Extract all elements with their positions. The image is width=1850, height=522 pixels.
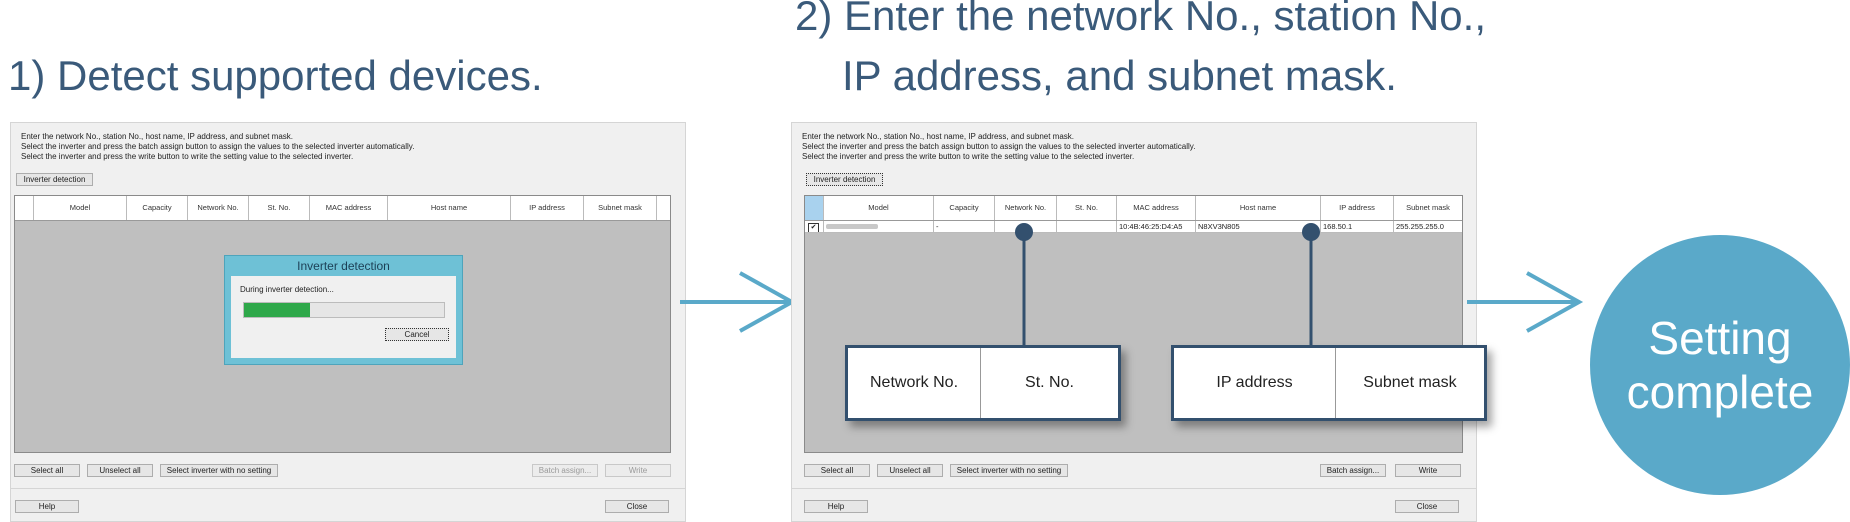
batch-assign-button[interactable]: Batch assign...: [532, 464, 598, 477]
header-filler: [657, 196, 670, 220]
callout-subnet-mask: Subnet mask: [1363, 374, 1457, 391]
inverter-detection-dialog: Inverter detection During inverter detec…: [224, 255, 463, 365]
step1-heading: 1) Detect supported devices.: [8, 52, 543, 99]
header-model[interactable]: Model: [34, 196, 127, 220]
row-capacity: -: [934, 221, 995, 232]
row-subnet-mask[interactable]: 255.255.255.0: [1396, 222, 1444, 231]
result-line-2: complete: [1626, 366, 1814, 418]
callout-ip-subnet: IP address Subnet mask: [1171, 345, 1487, 421]
select-no-setting-button[interactable]: Select inverter with no setting: [160, 464, 278, 477]
header-network-no[interactable]: Network No.: [995, 196, 1057, 220]
header-host-name[interactable]: Host name: [1196, 196, 1321, 220]
header-ip-address[interactable]: IP address: [1321, 196, 1394, 220]
inverter-table: Model Capacity Network No. St. No. MAC a…: [804, 195, 1463, 453]
unselect-all-button[interactable]: Unselect all: [877, 464, 943, 477]
row-mac-address: 10:4B:46:25:D4:A5: [1117, 221, 1196, 232]
step2-heading-line2: IP address, and subnet mask.: [842, 52, 1397, 99]
callout-network-station: Network No. St. No.: [845, 345, 1121, 421]
dialog-body: During inverter detection... Cancel: [231, 276, 456, 358]
row-station-no[interactable]: [1057, 221, 1117, 232]
instruction-1: Enter the network No., station No., host…: [802, 132, 1074, 141]
header-checkbox-column[interactable]: [805, 196, 824, 220]
header-station-no[interactable]: St. No.: [249, 196, 310, 220]
instruction-1: Enter the network No., station No., host…: [21, 132, 293, 141]
instruction-2: Select the inverter and press the batch …: [802, 142, 1196, 151]
instruction-3: Select the inverter and press the write …: [21, 152, 354, 161]
select-all-button[interactable]: Select all: [14, 464, 80, 477]
header-network-no[interactable]: Network No.: [188, 196, 249, 220]
help-button[interactable]: Help: [804, 500, 868, 513]
table-row[interactable]: ✔ - 10:4B:46:25:D4:A5 N8XV3N805 168.50.1…: [805, 221, 1462, 233]
header-capacity[interactable]: Capacity: [127, 196, 188, 220]
header-ip-address[interactable]: IP address: [511, 196, 584, 220]
row-ip-address[interactable]: 168.50.1: [1321, 221, 1394, 232]
cancel-button[interactable]: Cancel: [385, 328, 449, 341]
dialog-message: During inverter detection...: [240, 285, 334, 294]
callout-ip-address: IP address: [1174, 348, 1336, 418]
window-step1: Enter the network No., station No., host…: [10, 122, 686, 522]
unselect-all-button[interactable]: Unselect all: [87, 464, 153, 477]
close-button[interactable]: Close: [605, 500, 669, 513]
footer-divider: [792, 488, 1476, 489]
header-mac-address[interactable]: MAC address: [310, 196, 388, 220]
setting-complete-circle: Setting complete: [1590, 235, 1850, 495]
table-header: Model Capacity Network No. St. No. MAC a…: [805, 196, 1462, 221]
connector-dot-ip: [1302, 223, 1320, 241]
write-button[interactable]: Write: [1395, 464, 1461, 477]
instruction-3: Select the inverter and press the write …: [802, 152, 1135, 161]
row-host-name[interactable]: N8XV3N805: [1196, 221, 1321, 232]
inverter-table: Model Capacity Network No. St. No. MAC a…: [14, 195, 671, 453]
write-button[interactable]: Write: [605, 464, 671, 477]
callout-station-no: St. No.: [1025, 374, 1074, 391]
header-capacity[interactable]: Capacity: [934, 196, 995, 220]
dialog-title: Inverter detection: [297, 259, 390, 273]
batch-assign-button[interactable]: Batch assign...: [1320, 464, 1386, 477]
progress-bar: [243, 302, 445, 318]
select-no-setting-button[interactable]: Select inverter with no setting: [950, 464, 1068, 477]
step2-heading-line1: 2) Enter the network No., station No.,: [795, 0, 1486, 39]
header-host-name[interactable]: Host name: [388, 196, 511, 220]
blurred-model-name: [826, 224, 878, 229]
header-mac-address[interactable]: MAC address: [1117, 196, 1196, 220]
instruction-2: Select the inverter and press the batch …: [21, 142, 415, 151]
connector-dot-network: [1015, 223, 1033, 241]
row-checkbox[interactable]: ✔: [808, 223, 819, 232]
header-subnet-mask[interactable]: Subnet mask: [1406, 203, 1450, 212]
header-model[interactable]: Model: [824, 196, 934, 220]
select-all-button[interactable]: Select all: [804, 464, 870, 477]
footer-divider: [11, 488, 685, 489]
table-header: Model Capacity Network No. St. No. MAC a…: [15, 196, 670, 221]
header-subnet-mask[interactable]: Subnet mask: [584, 196, 657, 220]
callout-connectors: [1015, 223, 1320, 348]
inverter-detection-button[interactable]: Inverter detection: [16, 173, 93, 186]
next-step-arrow-2: [1467, 271, 1584, 333]
header-checkbox-column: [15, 196, 34, 220]
progress-fill: [244, 303, 310, 317]
inverter-detection-button[interactable]: Inverter detection: [806, 173, 883, 186]
row-network-no[interactable]: [995, 221, 1057, 232]
row-model: [824, 221, 934, 232]
callout-network-no: Network No.: [848, 348, 981, 418]
header-station-no[interactable]: St. No.: [1057, 196, 1117, 220]
row-checkbox-cell[interactable]: ✔: [805, 221, 824, 232]
window-step2: Enter the network No., station No., host…: [791, 122, 1477, 522]
next-step-arrow-1: [680, 271, 797, 333]
result-line-1: Setting: [1648, 312, 1792, 364]
help-button[interactable]: Help: [15, 500, 79, 513]
close-button[interactable]: Close: [1395, 500, 1459, 513]
